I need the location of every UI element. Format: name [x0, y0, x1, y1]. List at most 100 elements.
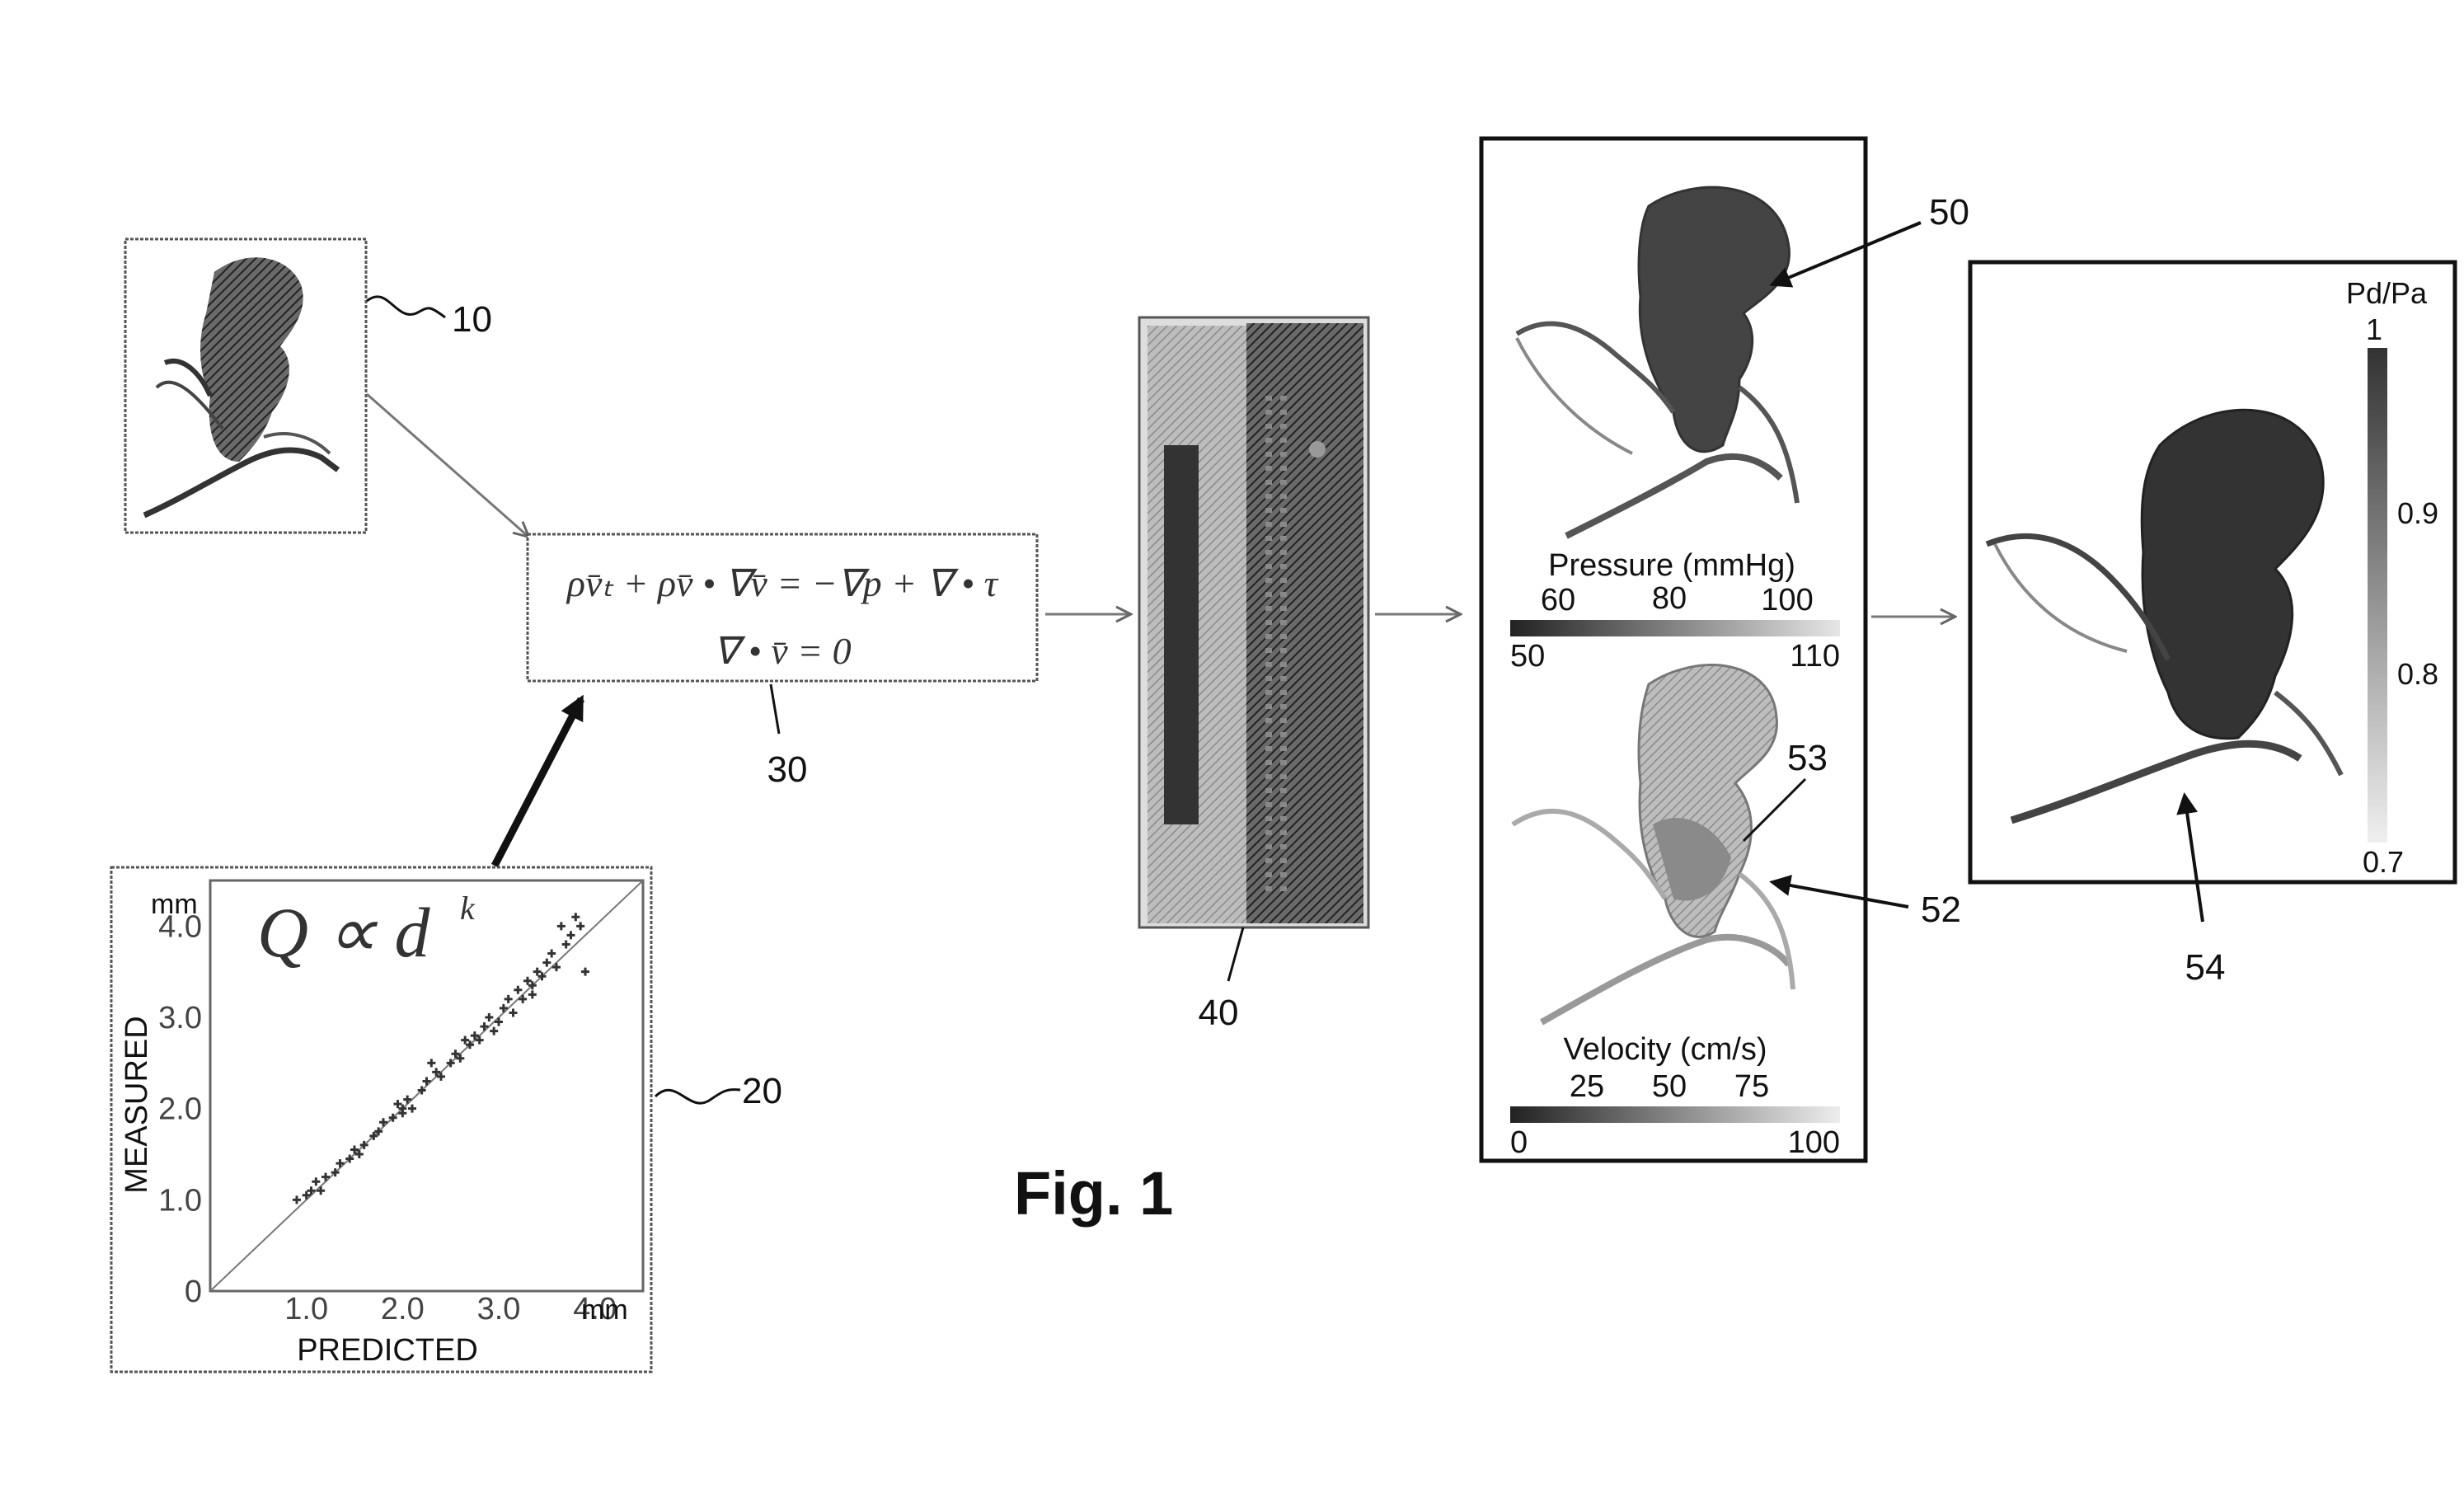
vent-slot [1265, 746, 1272, 751]
vent-slot [1280, 676, 1287, 681]
vent-slot [1265, 676, 1272, 681]
vent-slot [1280, 648, 1287, 653]
vent-slot [1265, 606, 1272, 611]
vent-slot [1280, 620, 1287, 625]
panel-simulation-results: 50 Pressure (mmHg) 60 80 100 50 110 53 5… [1481, 139, 1969, 1161]
vent-slot [1280, 858, 1287, 863]
vent-slot [1280, 466, 1287, 471]
vent-slot [1265, 424, 1272, 429]
vent-slot [1265, 410, 1272, 415]
vent-slot [1265, 620, 1272, 625]
vent-slot [1265, 788, 1272, 793]
pressure-scale-title: Pressure (mmHg) [1548, 548, 1795, 583]
vent-slot [1265, 648, 1272, 653]
vent-slot [1265, 578, 1272, 583]
vent-slot [1265, 858, 1272, 863]
pressure-min: 50 [1510, 639, 1545, 674]
vent-slot [1280, 788, 1287, 793]
vent-slot [1265, 844, 1272, 849]
vent-slot [1280, 760, 1287, 765]
vent-slot [1280, 564, 1287, 569]
vent-slot [1280, 774, 1287, 779]
arrow-20-to-30 [495, 699, 581, 866]
scatter-y-tick-label: 1.0 [158, 1183, 202, 1218]
scatter-y-tick-label: 0 [185, 1275, 202, 1309]
velocity-max: 100 [1788, 1125, 1840, 1160]
vent-slot [1265, 550, 1272, 555]
ref-20: 20 [742, 1071, 782, 1111]
vent-slot [1265, 774, 1272, 779]
vent-slot [1265, 452, 1272, 457]
scatter-y-tick-label: 2.0 [158, 1092, 202, 1127]
scatter-xlabel: PREDICTED [297, 1333, 478, 1368]
vent-slot [1280, 424, 1287, 429]
vent-slot [1280, 494, 1287, 499]
vent-slot [1280, 592, 1287, 597]
ref-52: 52 [1921, 890, 1961, 930]
ref-53: 53 [1787, 738, 1828, 778]
vent-slot [1280, 410, 1287, 415]
scatter-x-tick-label: 1.0 [284, 1292, 328, 1327]
vent-slot [1280, 452, 1287, 457]
vent-slot [1265, 690, 1272, 695]
ref-40: 40 [1199, 993, 1239, 1033]
vent-slot [1265, 592, 1272, 597]
vent-slot [1265, 816, 1272, 821]
vent-slot [1265, 886, 1272, 891]
velocity-scale-title: Velocity (cm/s) [1563, 1032, 1767, 1067]
vent-slot [1265, 564, 1272, 569]
computer-side-face [1148, 326, 1253, 923]
vent-slot [1280, 690, 1287, 695]
panel-scatter-plot: 1.02.03.04.0 4.03.02.01.00 Q ∝ d k mm mm… [111, 867, 782, 1372]
vent-slot [1280, 830, 1287, 835]
vent-slot [1265, 508, 1272, 513]
vent-slot [1280, 550, 1287, 555]
vent-slot [1265, 732, 1272, 737]
velocity-tick-25: 25 [1570, 1069, 1604, 1104]
vent-slot [1280, 872, 1287, 877]
scatter-y-tick-label: 3.0 [158, 1001, 202, 1035]
vent-slot [1280, 704, 1287, 709]
vent-slot [1265, 802, 1272, 807]
vent-slot [1265, 466, 1272, 471]
vent-slot [1280, 522, 1287, 527]
pressure-tick-100: 100 [1761, 583, 1813, 617]
ref-54: 54 [2185, 947, 2226, 988]
vent-slot [1265, 634, 1272, 639]
vent-slot [1280, 634, 1287, 639]
panel-computer: 40 [1139, 317, 1368, 1033]
vent-slot [1280, 886, 1287, 891]
pressure-colorbar [1510, 620, 1840, 636]
scatter-x-unit: mm [581, 1294, 628, 1326]
pressure-tick-80: 80 [1652, 581, 1687, 616]
velocity-tick-50: 50 [1652, 1069, 1687, 1104]
velocity-min: 0 [1510, 1125, 1528, 1160]
ffr-colorbar [2368, 348, 2387, 843]
ffr-tick-1: 1 [2366, 312, 2382, 346]
vent-slot [1265, 872, 1272, 877]
panel-heart-image: 10 [125, 239, 492, 533]
vent-slot [1265, 438, 1272, 443]
vent-slot [1265, 522, 1272, 527]
vent-slot [1265, 704, 1272, 709]
vent-slot [1265, 662, 1272, 667]
vent-slot [1280, 536, 1287, 541]
ffr-tick-0-7: 0.7 [2363, 845, 2404, 879]
ref-50: 50 [1929, 192, 1969, 232]
vent-slot [1265, 396, 1272, 401]
vent-slot [1265, 494, 1272, 499]
ffr-tick-0-9: 0.9 [2397, 496, 2438, 530]
arrow-10-to-30 [367, 394, 528, 536]
equation-navier-stokes: ρv̄ₜ + ρv̄ • ∇v̄ = −∇p + ∇ • τ [566, 562, 999, 604]
ref-10: 10 [452, 299, 492, 340]
panel-ffr-map: Pd/Pa 1 0.9 0.8 0.7 54 [1970, 262, 2455, 988]
vent-slot [1280, 816, 1287, 821]
ffr-tick-0-8: 0.8 [2397, 657, 2438, 691]
scatter-law-exponent: k [460, 890, 476, 927]
vent-slot [1265, 536, 1272, 541]
scatter-ylabel: MEASURED [120, 1016, 154, 1193]
computer-front-face [1246, 323, 1363, 923]
vent-slot [1280, 732, 1287, 737]
vent-slot [1280, 844, 1287, 849]
